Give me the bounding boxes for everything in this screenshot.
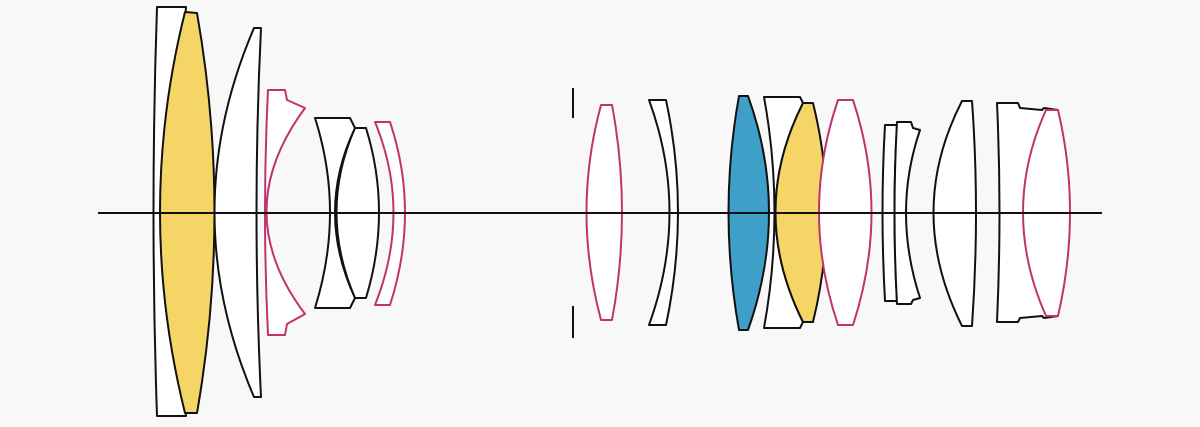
lens-element-04 [264,89,306,336]
lens-element-07 [374,121,406,306]
lens-element-09 [648,99,679,326]
lens-element-15 [893,121,921,305]
